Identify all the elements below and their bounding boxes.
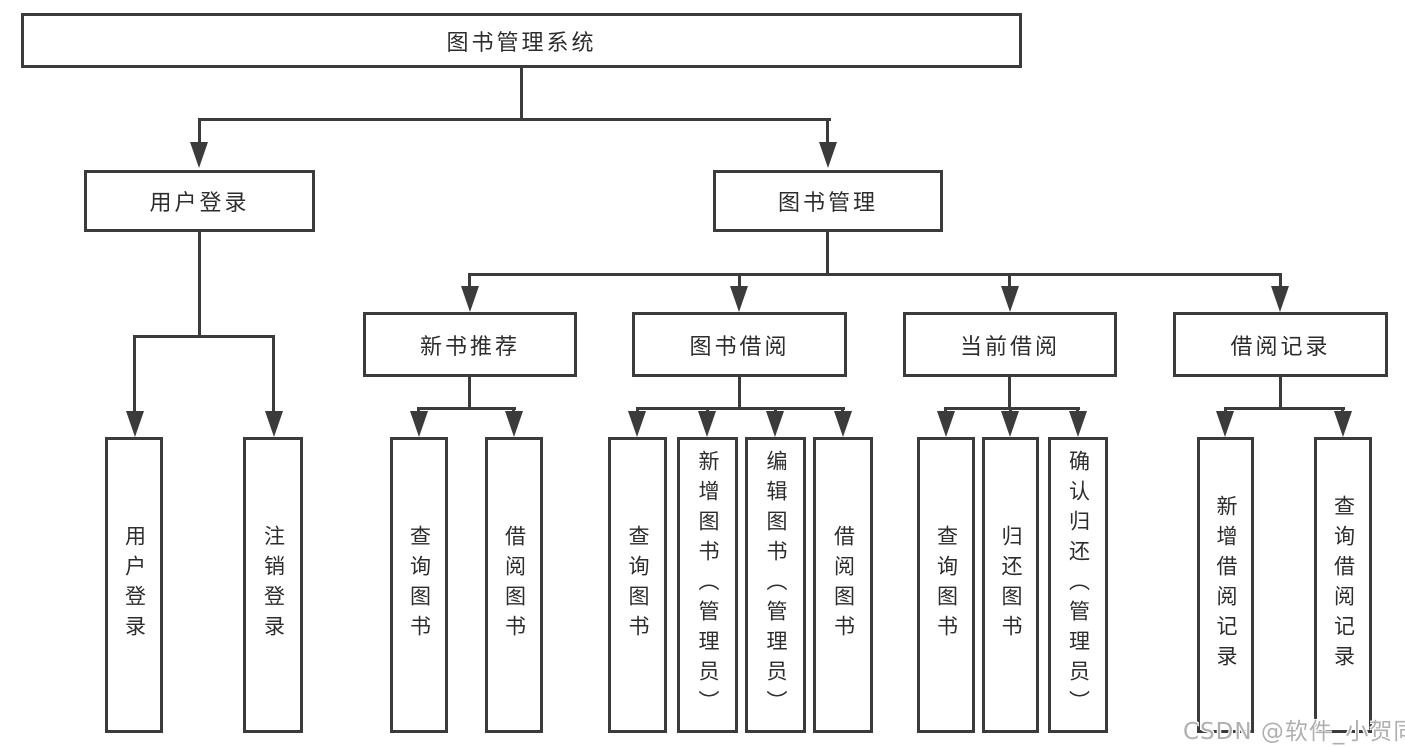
leaf-records-add-borrow-record: 新增借阅记录 <box>1197 437 1254 733</box>
arrow-down-icon <box>1001 411 1019 437</box>
node-new-book-recommendation: 新书推荐 <box>363 312 577 377</box>
arrow-down-icon <box>505 411 523 437</box>
leaf-borrow-borrow-books: 借阅图书 <box>813 437 873 733</box>
node-current-borrowing: 当前借阅 <box>903 312 1117 377</box>
connector-line <box>826 232 829 276</box>
arrow-down-icon <box>126 411 144 437</box>
connector-line <box>198 118 201 146</box>
leaf-label: 确认归还（管理员） <box>1066 450 1091 720</box>
leaf-label: 用户登录 <box>122 525 147 645</box>
leaf-label: 查询图书 <box>626 525 651 645</box>
arrow-down-icon <box>1334 411 1352 437</box>
leaf-label: 新增图书（管理员） <box>696 450 721 720</box>
leaf-label: 注销登录 <box>261 525 286 645</box>
node-borrowing-records: 借阅记录 <box>1173 312 1388 377</box>
arrow-down-icon <box>1271 286 1289 312</box>
connector-line <box>636 407 845 410</box>
leaf-label: 查询图书 <box>934 525 959 645</box>
leaf-label: 借阅图书 <box>831 525 856 645</box>
arrow-down-icon <box>1001 286 1019 312</box>
connector-line <box>133 335 136 415</box>
connector-line <box>198 118 831 121</box>
connector-line <box>738 377 741 410</box>
connector-line <box>826 118 829 146</box>
leaf-current-confirm-return-admin: 确认归还（管理员） <box>1048 437 1108 733</box>
watermark: CSDN @软件_小贺同学 <box>1183 719 1405 745</box>
leaf-user-login: 用户登录 <box>105 437 163 733</box>
arrow-down-icon <box>766 411 784 437</box>
leaf-label: 编辑图书（管理员） <box>764 450 789 720</box>
arrow-down-icon <box>819 142 837 168</box>
arrow-down-icon <box>730 286 748 312</box>
connector-line <box>272 335 275 415</box>
leaf-label: 查询借阅记录 <box>1331 495 1356 675</box>
connector-line <box>738 273 741 293</box>
arrow-down-icon <box>1069 411 1087 437</box>
connector-line <box>1224 407 1345 410</box>
connector-line <box>1279 377 1282 410</box>
connector-line <box>944 407 1080 410</box>
arrow-down-icon <box>628 411 646 437</box>
leaf-borrow-add-books-admin: 新增图书（管理员） <box>677 437 738 733</box>
connector-line <box>198 232 201 338</box>
arrow-down-icon <box>265 411 283 437</box>
arrow-down-icon <box>834 411 852 437</box>
connector-line <box>468 377 471 410</box>
node-library-management-system: 图书管理系统 <box>21 13 1022 68</box>
node-book-borrowing: 图书借阅 <box>632 312 847 377</box>
connector-line <box>133 335 275 338</box>
node-user-login: 用户登录 <box>84 170 315 232</box>
connector-line <box>468 273 1282 276</box>
arrow-down-icon <box>190 142 208 168</box>
leaf-borrow-edit-books-admin: 编辑图书（管理员） <box>745 437 806 733</box>
node-book-management: 图书管理 <box>713 170 943 232</box>
leaf-label: 新增借阅记录 <box>1214 495 1239 675</box>
leaf-borrow-query-books: 查询图书 <box>608 437 667 733</box>
leaf-current-query-books: 查询图书 <box>917 437 975 733</box>
connector-line <box>520 68 523 121</box>
connector-line <box>417 407 516 410</box>
connector-line <box>1008 377 1011 410</box>
leaf-current-return-books: 归还图书 <box>982 437 1039 733</box>
leaf-records-query-borrow-record: 查询借阅记录 <box>1314 437 1372 733</box>
leaf-label: 查询图书 <box>407 525 432 645</box>
connector-line <box>1279 273 1282 293</box>
arrow-down-icon <box>1216 411 1234 437</box>
leaf-newbook-query-books: 查询图书 <box>390 437 448 733</box>
arrow-down-icon <box>461 286 479 312</box>
leaf-label: 归还图书 <box>999 525 1024 645</box>
connector-line <box>1008 273 1011 293</box>
arrow-down-icon <box>937 411 955 437</box>
leaf-newbook-borrow-books: 借阅图书 <box>485 437 543 733</box>
connector-line <box>468 273 471 293</box>
arrow-down-icon <box>410 411 428 437</box>
leaf-label: 借阅图书 <box>502 525 527 645</box>
leaf-logout: 注销登录 <box>243 437 303 733</box>
arrow-down-icon <box>698 411 716 437</box>
